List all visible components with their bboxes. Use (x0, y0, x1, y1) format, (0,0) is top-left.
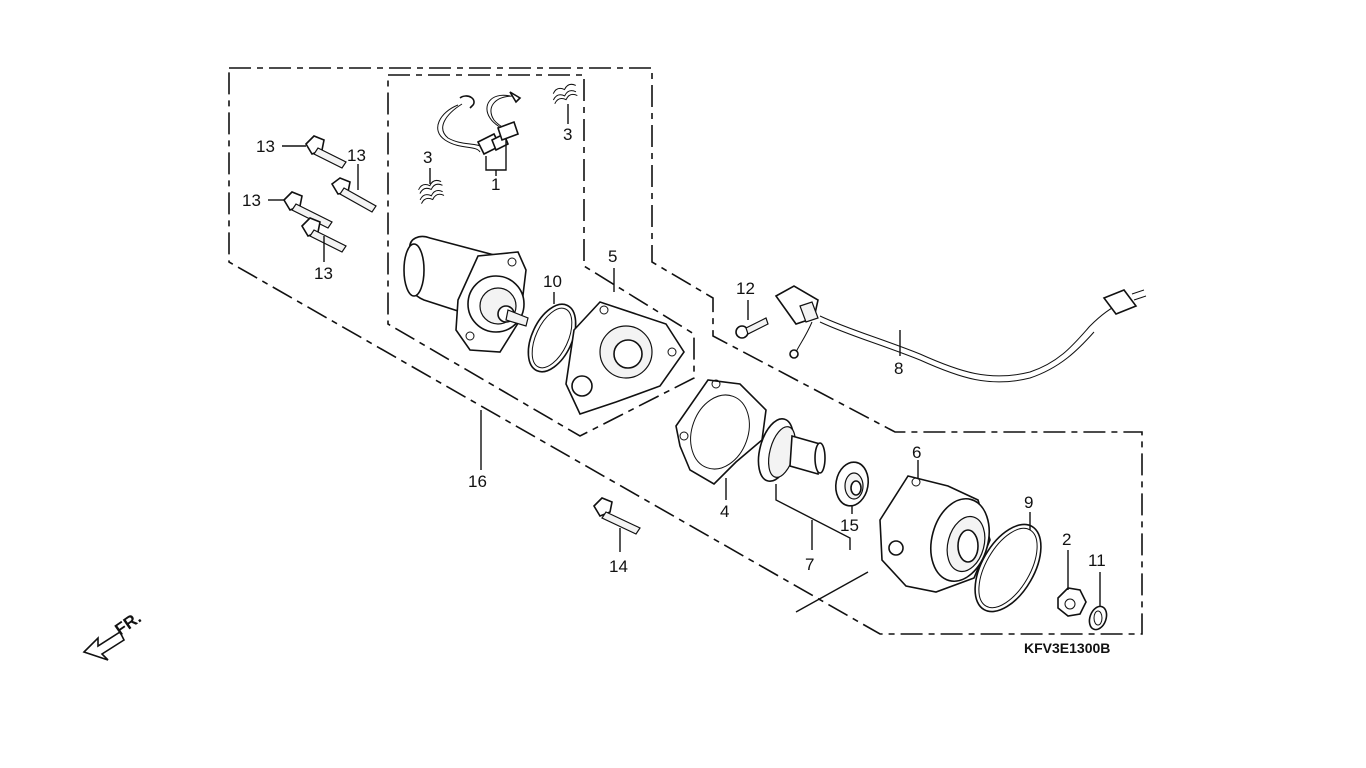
callout-13-d: 13 (314, 264, 333, 283)
callout-11: 11 (1088, 551, 1106, 570)
bolt-14 (592, 497, 641, 552)
callout-5: 5 (608, 247, 617, 266)
bolt-13-d (300, 217, 347, 262)
gear-cover-5 (565, 268, 685, 415)
gasket-ring-9 (974, 512, 1042, 613)
wire-harness-8 (774, 285, 1147, 383)
callout-1-leader (485, 138, 507, 176)
callout-16-leader (480, 410, 869, 613)
callout-9: 9 (1024, 493, 1033, 512)
gasket-4 (675, 379, 767, 500)
bolt-13-a (282, 135, 347, 169)
starter-motor-body (403, 235, 529, 353)
callout-12: 12 (736, 279, 755, 298)
callout-13-b: 13 (347, 146, 366, 165)
subassembly-boundary-inner (387, 74, 695, 437)
o-ring-10 (527, 292, 577, 373)
spring-upper (552, 83, 578, 124)
gear-case-6 (879, 460, 991, 593)
bearing-15 (834, 461, 870, 514)
callout-3-lower: 3 (423, 148, 432, 167)
callout-8: 8 (894, 359, 903, 378)
callout-13-a: 13 (256, 137, 275, 156)
callout-13-c: 13 (242, 191, 261, 210)
callout-2: 2 (1062, 530, 1071, 549)
callout-7: 7 (805, 555, 814, 574)
callout-15: 15 (840, 516, 859, 535)
screw-12 (735, 300, 769, 339)
washer-11 (1088, 572, 1108, 631)
brush-wire-part (437, 91, 522, 156)
callout-14: 14 (609, 557, 628, 576)
callout-1: 1 (491, 175, 500, 194)
callout-16: 16 (468, 472, 487, 491)
gear-shaft-7 (757, 418, 851, 550)
callout-6: 6 (912, 443, 921, 462)
part-code-label: KFV3E1300B (1024, 640, 1110, 656)
assembly-boundary-outer (228, 67, 1143, 635)
front-direction-arrow-icon (82, 630, 126, 661)
bolt-13-c (268, 191, 333, 229)
callout-3-upper: 3 (563, 125, 572, 144)
nut-2 (1057, 550, 1087, 617)
bolt-13-b (330, 164, 377, 213)
spring-lower (418, 168, 445, 204)
callout-4: 4 (720, 502, 729, 521)
callout-10: 10 (543, 272, 562, 291)
